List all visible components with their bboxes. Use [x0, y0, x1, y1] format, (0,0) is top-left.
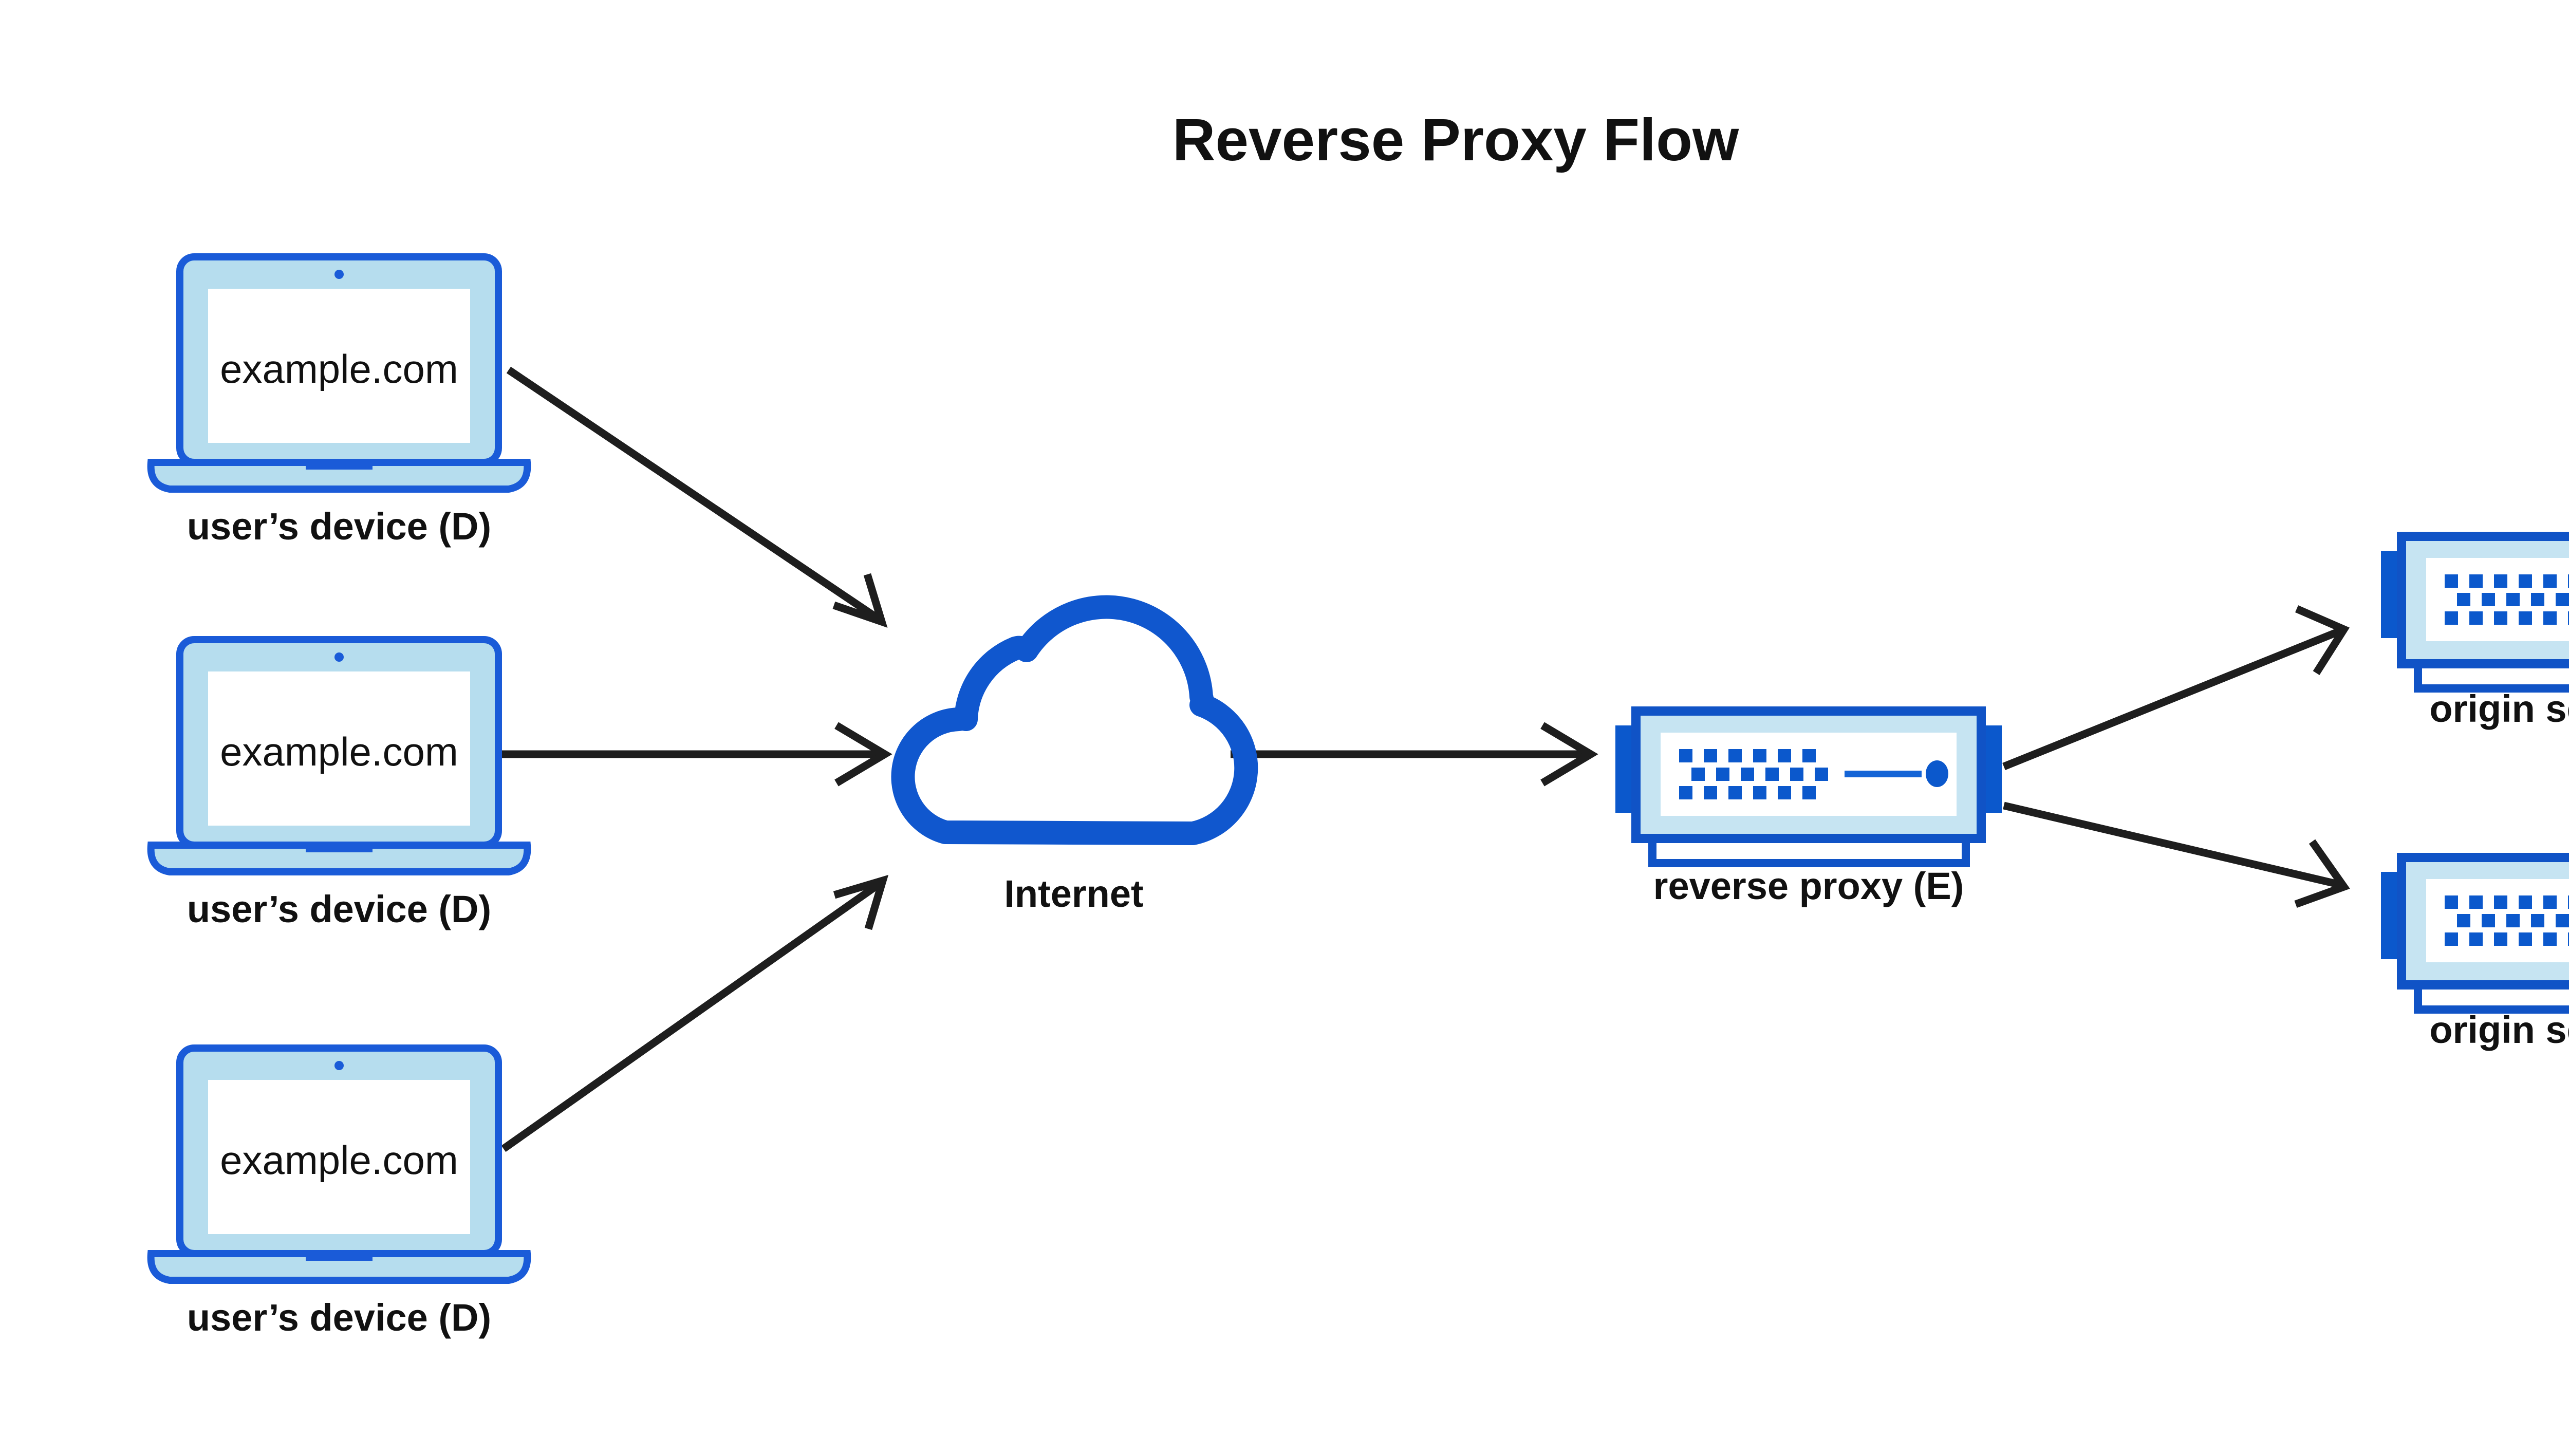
origin-server-label: origin server (F)	[2429, 687, 2569, 730]
edge-proxy-origin2	[2003, 801, 2350, 908]
server-icon	[2381, 536, 2569, 688]
client-label: user’s device (D)	[187, 505, 491, 548]
edge-client2-internet	[501, 722, 892, 787]
client-screen-text: example.com	[220, 729, 458, 774]
node-client-2[interactable]: example.com user’s device (D)	[151, 640, 528, 930]
node-origin-1[interactable]: origin server (F)	[2381, 536, 2569, 730]
page-title: Reverse Proxy Flow	[1172, 106, 1739, 173]
origin-server-label: origin server (F)	[2429, 1009, 2569, 1051]
client-screen-text: example.com	[220, 346, 458, 391]
node-reverse-proxy[interactable]: reverse proxy (E)	[1615, 711, 2002, 907]
client-label: user’s device (D)	[187, 1296, 491, 1339]
node-client-1[interactable]: example.com user’s device (D)	[151, 257, 528, 548]
server-icon	[2381, 857, 2569, 1010]
node-origin-2[interactable]: origin server (F)	[2381, 857, 2569, 1051]
edges-layer	[501, 366, 2350, 1152]
internet-label: Internet	[1004, 872, 1143, 915]
node-internet[interactable]: Internet	[891, 595, 1258, 915]
node-client-3[interactable]: example.com user’s device (D)	[151, 1048, 528, 1339]
edge-client3-internet	[501, 874, 889, 1152]
edge-internet-proxy	[1231, 722, 1598, 787]
cloud-icon	[891, 595, 1258, 845]
edge-proxy-origin1	[2002, 605, 2350, 770]
server-icon	[1615, 711, 2002, 863]
reverse-proxy-label: reverse proxy (E)	[1653, 865, 1964, 907]
edge-client1-internet	[506, 366, 888, 628]
client-label: user’s device (D)	[187, 888, 491, 930]
client-screen-text: example.com	[220, 1137, 458, 1183]
